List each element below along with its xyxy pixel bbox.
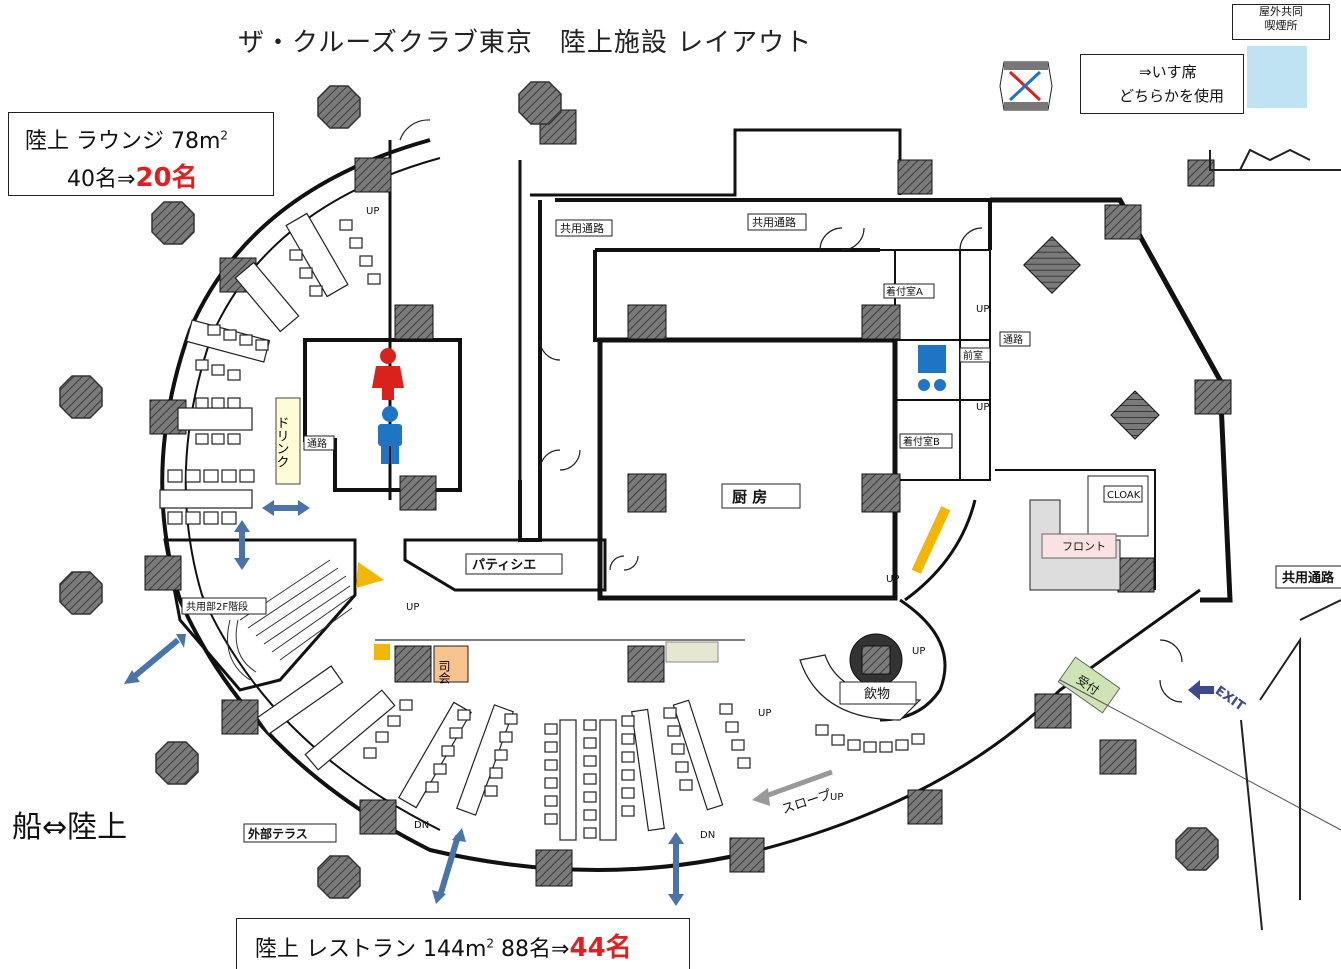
ship-land-label: 船⇔陸上 — [12, 810, 128, 845]
exit-line — [1059, 679, 1341, 831]
label-dressing-b: 着付室B — [903, 435, 940, 448]
label-up-3: UP — [830, 792, 843, 803]
smoking-line-1: 屋外共同 — [1259, 5, 1303, 18]
label-drink: ドリンク — [274, 416, 289, 468]
exterior-planters — [59, 81, 1219, 899]
label-dn-2: DN — [700, 830, 715, 841]
legend-line-1: ⇒いす席 — [1139, 63, 1197, 81]
label-front: フロント — [1062, 540, 1106, 553]
label-up-6: UP — [912, 646, 925, 657]
front-sign-bg — [1041, 533, 1117, 559]
lounge-name: 陸上 ラウンジ 78m2 — [25, 123, 228, 155]
mc-stand — [433, 645, 469, 683]
label-passage-2: 通路 — [307, 437, 327, 450]
label-patissier: パティシエ — [472, 558, 536, 573]
label-dressing-a: 着付室A — [886, 285, 923, 298]
label-dn-1: DN — [414, 820, 429, 831]
lounge-furniture — [159, 212, 381, 525]
label-common-passage-1: 共用通路 — [560, 222, 604, 235]
label-common-passage-2: 共用通路 — [752, 216, 796, 229]
label-up-1: UP — [406, 602, 419, 613]
mc-marker — [356, 562, 384, 588]
label-up-4: UP — [366, 206, 379, 217]
drink-counter — [275, 397, 301, 485]
lounge-name-text: 陸上 ラウンジ 78m — [25, 129, 221, 154]
patissier-room — [403, 538, 607, 592]
seating-legend: ⇒いす席 どちらかを使用 — [1080, 54, 1244, 114]
label-stairs: 共用部2F階段 — [186, 600, 248, 613]
slope-arrow — [752, 769, 833, 806]
bar-curve — [879, 499, 977, 722]
door-swings — [399, 119, 1183, 703]
restaurant-area-sup: 2 — [486, 936, 495, 951]
reception-sign-bg — [1057, 656, 1121, 714]
stairs-steps — [227, 559, 353, 681]
label-up-7: UP — [976, 304, 989, 315]
compass-icon — [999, 61, 1053, 111]
label-front-room: 前室 — [963, 349, 983, 362]
exit-arrow — [1188, 680, 1214, 700]
label-up-2: UP — [758, 708, 771, 719]
plan-labels: 共用通路 共用通路 共用通路 着付室A 着付室B 前室 通路 通路 厨 房 パテ… — [181, 206, 1341, 843]
lounge-capacity-after: 20名 — [135, 163, 198, 193]
label-mc: 司会 — [437, 660, 451, 685]
lounge-capacity-before: 40名⇒ — [67, 167, 136, 192]
bar-door-marker — [911, 506, 951, 574]
stairs-block — [163, 538, 357, 692]
label-up-5: UP — [886, 574, 899, 585]
dressing-walls — [880, 249, 1156, 590]
lounge-capacity: 40名⇒20名 — [67, 157, 198, 194]
label-terrace: 外部テラス — [248, 826, 308, 841]
legend-line-2: どちらかを使用 — [1119, 87, 1225, 105]
label-kitchen: 厨 房 — [732, 488, 767, 506]
restaurant-furniture — [256, 665, 751, 841]
entry-arrows — [124, 500, 684, 906]
label-drinks: 飲物 — [864, 686, 890, 702]
smoking-icon-bg — [1247, 46, 1307, 108]
page-title: ザ・クルーズクラブ東京 陸上施設 レイアウト — [238, 28, 813, 58]
label-passage-1: 通路 — [1003, 333, 1023, 346]
north-wall — [530, 128, 902, 197]
lounge-capacity-box: 陸上 ラウンジ 78m2 40名⇒20名 — [8, 112, 274, 196]
lounge-area-sup: 2 — [220, 128, 229, 143]
label-cloak: CLOAK — [1107, 490, 1141, 501]
side-table — [665, 641, 719, 663]
east-building — [1209, 148, 1341, 931]
smoking-line-2: 喫煙所 — [1264, 19, 1298, 32]
smoking-area-label: 屋外共同 喫煙所 — [1232, 4, 1330, 40]
columns — [144, 109, 1232, 887]
restroom-icons — [372, 345, 946, 464]
label-up-8: UP — [976, 402, 989, 413]
mc-podium-marker — [374, 644, 390, 660]
label-common-passage-3: 共用通路 — [1282, 570, 1335, 586]
